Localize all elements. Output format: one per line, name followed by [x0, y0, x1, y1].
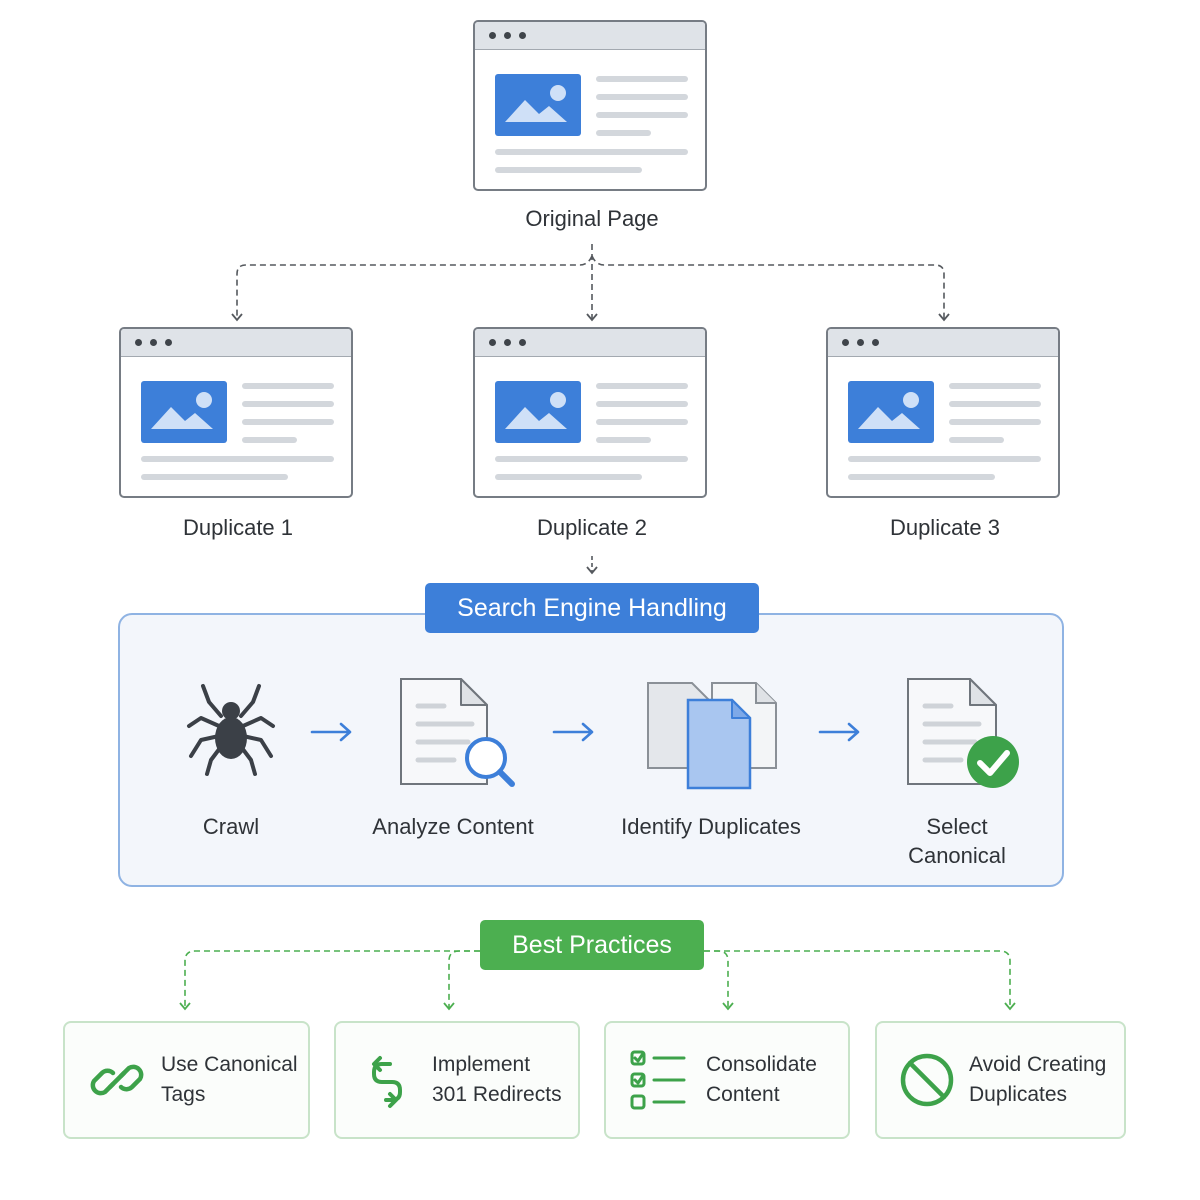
window-title-bar	[121, 329, 351, 357]
arrow-right-icon	[552, 722, 594, 742]
document-search-icon	[400, 678, 515, 787]
step-identify-duplicates-label: Identify Duplicates	[621, 814, 801, 839]
search-engine-handling-panel	[118, 613, 1064, 887]
practice-connectors	[179, 950, 1016, 1011]
original-page-label: Original Page	[525, 206, 659, 231]
practice-card-301-redirects: Implement 301 Redirects	[334, 1021, 580, 1139]
spider-icon	[187, 684, 275, 776]
document-check-icon	[907, 678, 1019, 788]
step-select-canonical-label: Select Canonical	[908, 814, 1006, 868]
duplicate-3-label: Duplicate 3	[889, 515, 1001, 540]
image-placeholder-icon	[141, 381, 227, 443]
image-placeholder-icon	[495, 381, 581, 443]
duplicate-2-window	[473, 327, 707, 498]
prohibited-icon	[900, 1053, 954, 1107]
window-title-bar	[828, 329, 1058, 357]
redirect-arrows-icon	[372, 1056, 402, 1108]
image-placeholder-icon	[848, 381, 934, 443]
step-analyze-content-label: Analyze Content	[372, 814, 534, 839]
link-icon	[90, 1064, 144, 1096]
original-page-window	[473, 20, 707, 191]
practice-card-canonical-tags: Use Canonical Tags	[63, 1021, 310, 1139]
duplicate-1-label: Duplicate 1	[182, 515, 294, 540]
search-engine-handling-title: Search Engine Handling	[425, 583, 759, 633]
checklist-icon	[630, 1050, 686, 1110]
best-practices-title: Best Practices	[480, 920, 704, 970]
step-crawl-label: Crawl	[202, 814, 260, 839]
arrow-right-icon	[818, 722, 860, 742]
duplicate-documents-icon	[647, 682, 777, 790]
practice-card-consolidate-content: Consolidate Content	[604, 1021, 850, 1139]
image-placeholder-icon	[495, 74, 581, 136]
window-title-bar	[475, 329, 705, 357]
practice-label: Avoid Creating Duplicates	[969, 1053, 1107, 1106]
practice-label: Implement 301 Redirects	[432, 1053, 562, 1106]
tree-connectors	[231, 244, 950, 322]
arrow-right-icon	[310, 722, 352, 742]
practice-label: Use Canonical Tags	[161, 1053, 298, 1106]
practice-label: Consolidate Content	[706, 1053, 817, 1106]
duplicate-1-window	[119, 327, 353, 498]
duplicate-2-label: Duplicate 2	[536, 515, 648, 540]
practice-card-avoid-duplicates: Avoid Creating Duplicates	[875, 1021, 1126, 1139]
window-title-bar	[475, 22, 705, 50]
duplicate-3-window	[826, 327, 1060, 498]
